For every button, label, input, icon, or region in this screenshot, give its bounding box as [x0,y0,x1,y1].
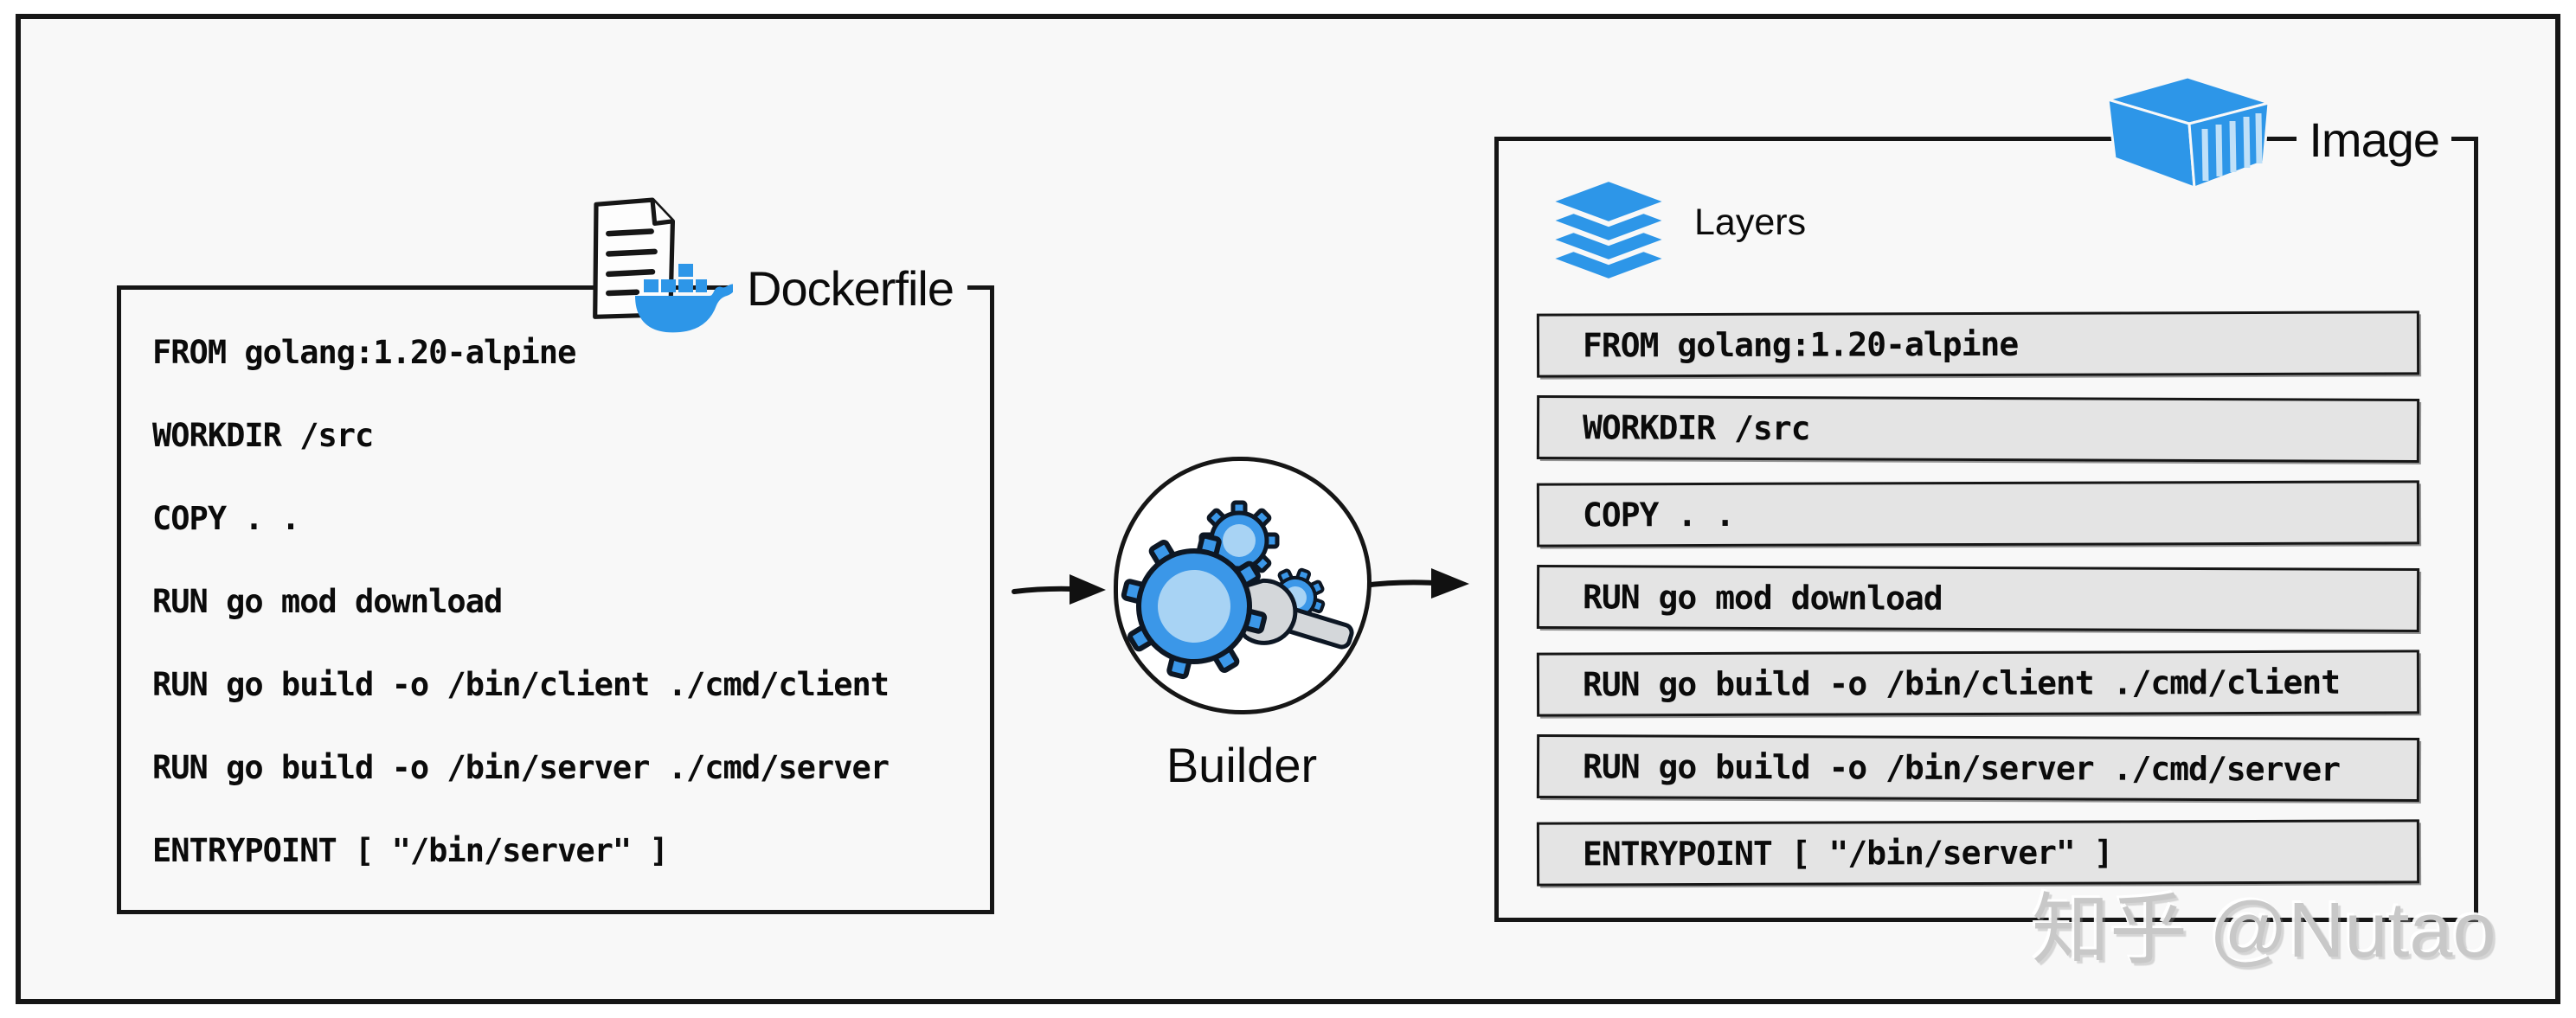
watermark: 知乎 @Nutao [2032,887,2496,974]
dockerfile-title: Dockerfile [733,257,967,321]
dockerfile-panel: Dockerfile FROM golang:1.20-alpine WORKD… [117,197,994,914]
layers-icon [1540,176,1677,285]
image-layer: FROM golang:1.20-alpine [1536,311,2420,378]
docker-whale-icon [630,250,739,345]
image-panel: Image Layers FROM golang:1.20-alpine WOR… [1494,75,2478,922]
image-title: Image [2297,108,2451,172]
image-layer: WORKDIR /src [1536,395,2420,463]
dockerfile-command: ENTRYPOINT [ "/bin/server" ] [152,831,669,869]
builder-label: Builder [1166,738,1318,792]
image-layer: RUN go mod download [1536,565,2420,632]
container-icon [2103,72,2283,193]
dockerfile-commands: FROM golang:1.20-alpine WORKDIR /src COP… [152,311,973,892]
dockerfile-command: COPY . . [152,499,300,537]
dockerfile-command: WORKDIR /src [152,416,374,454]
image-layer: RUN go build -o /bin/server ./cmd/server [1536,734,2420,802]
dockerfile-command: FROM golang:1.20-alpine [152,333,576,371]
dockerfile-command: RUN go build -o /bin/client ./cmd/client [152,665,890,703]
dockerfile-command: RUN go mod download [152,582,503,620]
dockerfile-command: RUN go build -o /bin/server ./cmd/server [152,748,890,786]
image-layer: RUN go build -o /bin/client ./cmd/client [1536,650,2420,717]
arrow-right-icon [1009,562,1120,622]
layers-label: Layers [1694,202,1807,243]
image-layer: COPY . . [1536,480,2420,547]
arrow-right-icon [1359,557,1481,617]
gears-wrench-icon [1118,500,1367,714]
builder-circle [1114,457,1372,714]
image-layers-list: FROM golang:1.20-alpine WORKDIR /src COP… [1536,311,2420,906]
